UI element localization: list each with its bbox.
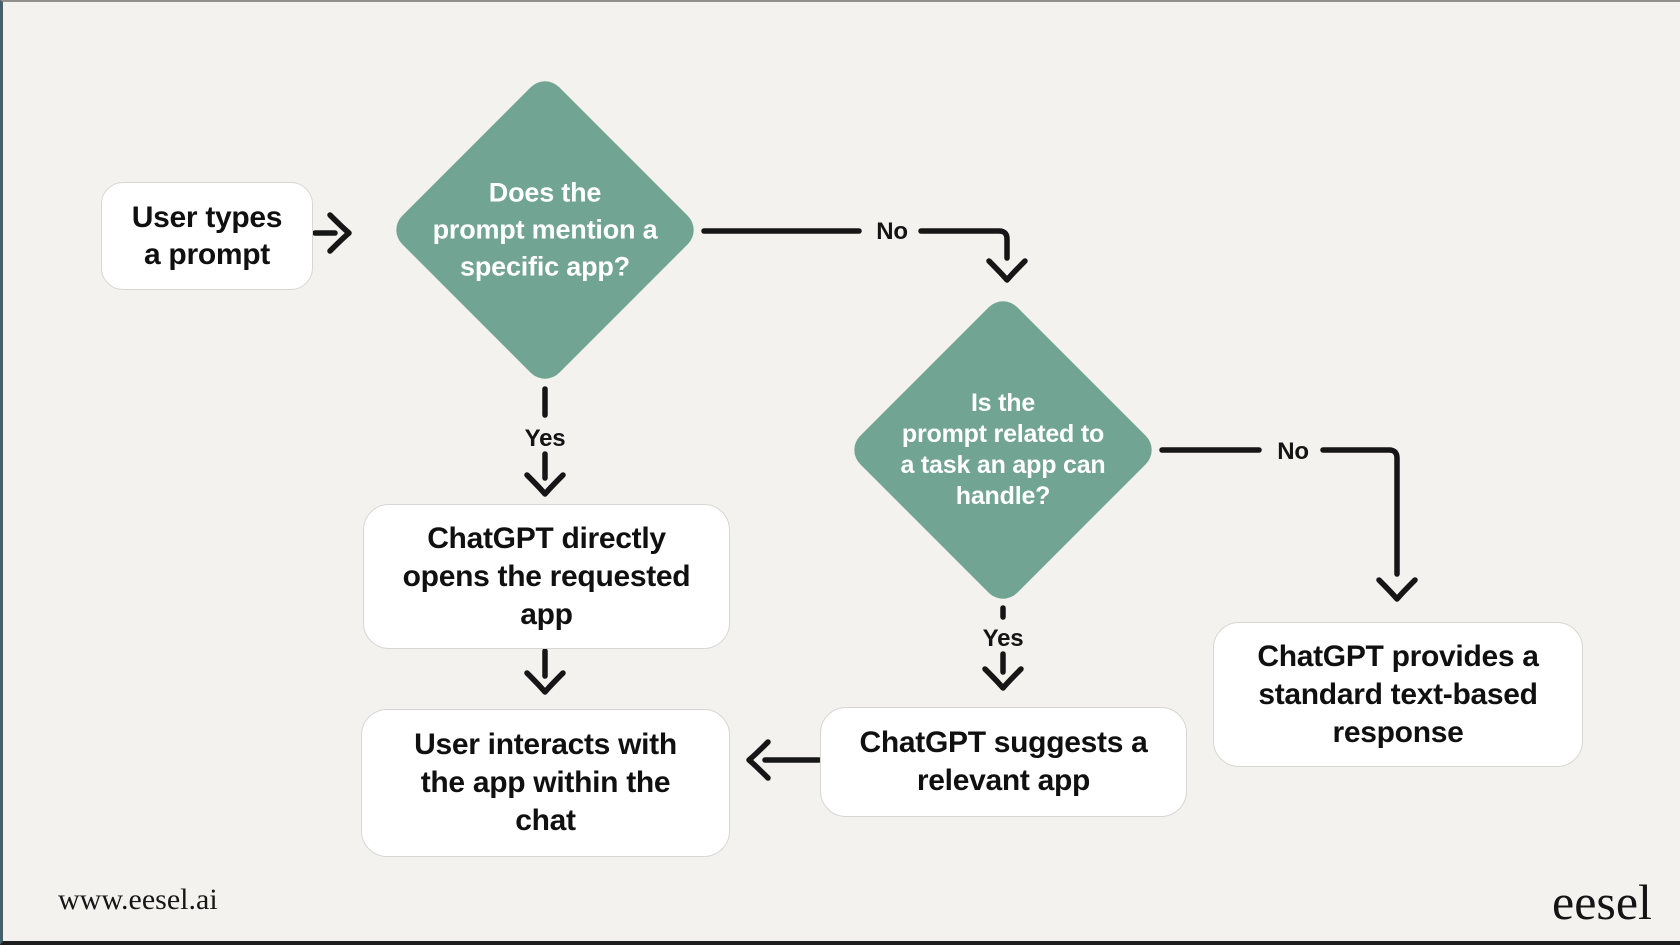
node-user-interacts-in-chat: User interacts with the app within the c…: [361, 709, 730, 857]
node-user-types-prompt: User types a prompt: [101, 182, 313, 290]
arrowhead-right-icon: [327, 212, 352, 254]
node-label: ChatGPT suggests a relevant app: [859, 726, 1148, 797]
arrowhead-down-icon: [982, 666, 1024, 691]
node-label: ChatGPT provides a standard text-based r…: [1257, 639, 1539, 749]
node-chatgpt-suggests-app: ChatGPT suggests a relevant app: [820, 707, 1187, 817]
edge-label-no-mention: No: [876, 218, 908, 245]
arrow-decision1-no-right-seg: [918, 228, 1010, 261]
edge-label-yes-task: Yes: [982, 625, 1024, 652]
arrowhead-left-icon: [746, 739, 771, 781]
arrowhead-down-icon: [986, 258, 1028, 283]
flow-arrows: [312, 212, 1418, 781]
eesel-logo: eesel: [1552, 874, 1652, 930]
arrowhead-down-icon: [1376, 577, 1418, 602]
node-chatgpt-text-response: ChatGPT provides a standard text-based r…: [1213, 622, 1583, 767]
website-url: www.eesel.ai: [58, 883, 218, 916]
edge-label-no-task: No: [1277, 438, 1309, 465]
arrowhead-down-icon: [524, 472, 566, 497]
edge-label-yes-mention: Yes: [524, 425, 566, 452]
node-label: User types a prompt: [131, 201, 283, 271]
node-chatgpt-directly-opens-app: ChatGPT directly opens the requested app: [363, 504, 730, 649]
decision-label: Is the prompt related to a task an app c…: [900, 389, 1106, 510]
arrow-decision2-no-right-seg: [1320, 447, 1400, 577]
arrowhead-down-icon: [524, 670, 566, 695]
node-label: User interacts with the app within the c…: [414, 728, 677, 837]
decision-label: Does the prompt mention a specific app?: [432, 177, 658, 282]
node-label: ChatGPT directly opens the requested app: [402, 521, 691, 631]
